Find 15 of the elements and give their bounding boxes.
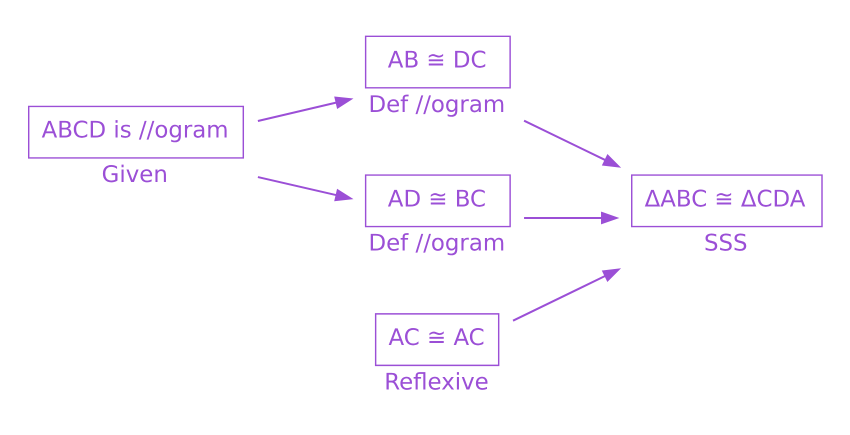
node-label: Def //ogram bbox=[368, 230, 506, 256]
node-label: Reflexive bbox=[384, 368, 489, 395]
arrow bbox=[524, 211, 620, 224]
arrow bbox=[258, 96, 354, 122]
node-box: ABCD is //ogram bbox=[28, 105, 244, 158]
node-box: AB ≅ DC bbox=[364, 35, 511, 88]
arrow bbox=[512, 268, 622, 322]
arrow bbox=[258, 176, 354, 201]
node-box: AD ≅ BC bbox=[364, 174, 511, 227]
node-label: SSS bbox=[704, 230, 748, 256]
node-label: Def //ogram bbox=[368, 91, 506, 118]
node-label: Given bbox=[102, 161, 168, 188]
node-box: ΔABC ≅ ΔCDA bbox=[631, 174, 823, 227]
node-box: AC ≅ AC bbox=[374, 312, 500, 366]
arrow bbox=[524, 119, 622, 168]
